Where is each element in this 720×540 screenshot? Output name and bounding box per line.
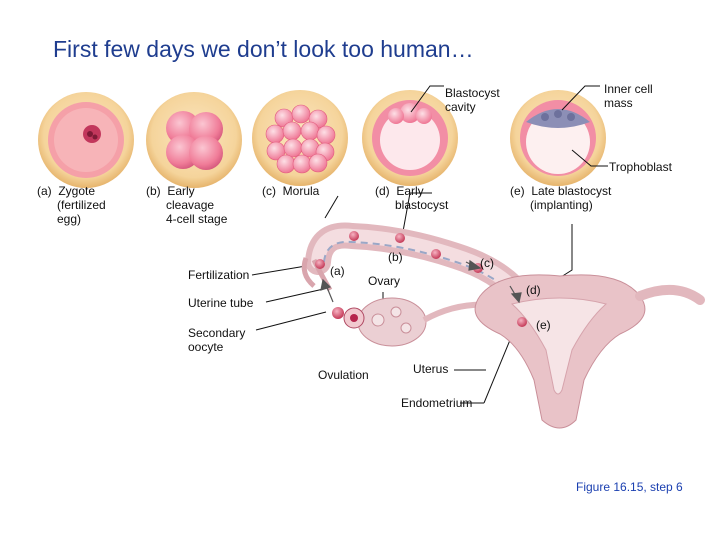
stage-label-late-blastocyst: (e) Late blastocyst (implanting)	[510, 184, 611, 212]
morula-illustration	[252, 90, 348, 186]
trophoblast-label: Trophoblast	[609, 160, 672, 174]
fertilization-label: Fertilization	[188, 268, 249, 282]
zygote-illustration	[38, 92, 134, 188]
stage-label-early-blastocyst: (d) Early blastocyst	[375, 184, 448, 212]
stage-label-zygote: (a) Zygote (fertilized egg)	[37, 184, 106, 226]
ovary-label: Ovary	[368, 274, 400, 288]
path-marker-b: (b)	[388, 250, 403, 264]
path-marker-d: (d)	[526, 283, 541, 297]
early-cleavage-illustration	[146, 92, 242, 188]
path-marker-e: (e)	[536, 318, 551, 332]
stage-label-morula: (c) Morula	[262, 184, 319, 198]
blastocyst-cavity-label: Blastocyst cavity	[445, 86, 500, 114]
stage-label-early-cleavage: (b) Early cleavage 4-cell stage	[146, 184, 227, 226]
uterine-tube-label: Uterine tube	[188, 296, 253, 310]
endometrium-label: Endometrium	[401, 396, 472, 410]
path-marker-a: (a)	[330, 264, 345, 278]
uterus-label: Uterus	[413, 362, 448, 376]
early-blastocyst-illustration	[362, 90, 458, 186]
ovulation-label: Ovulation	[318, 368, 369, 382]
late-blastocyst-illustration	[510, 90, 606, 186]
secondary-oocyte-label: Secondary oocyte	[188, 326, 245, 354]
uterus	[475, 275, 700, 428]
inner-cell-mass-label: Inner cell mass	[604, 82, 653, 110]
figure-caption: Figure 16.15, step 6	[576, 480, 683, 494]
path-marker-c: (c)	[480, 256, 494, 270]
